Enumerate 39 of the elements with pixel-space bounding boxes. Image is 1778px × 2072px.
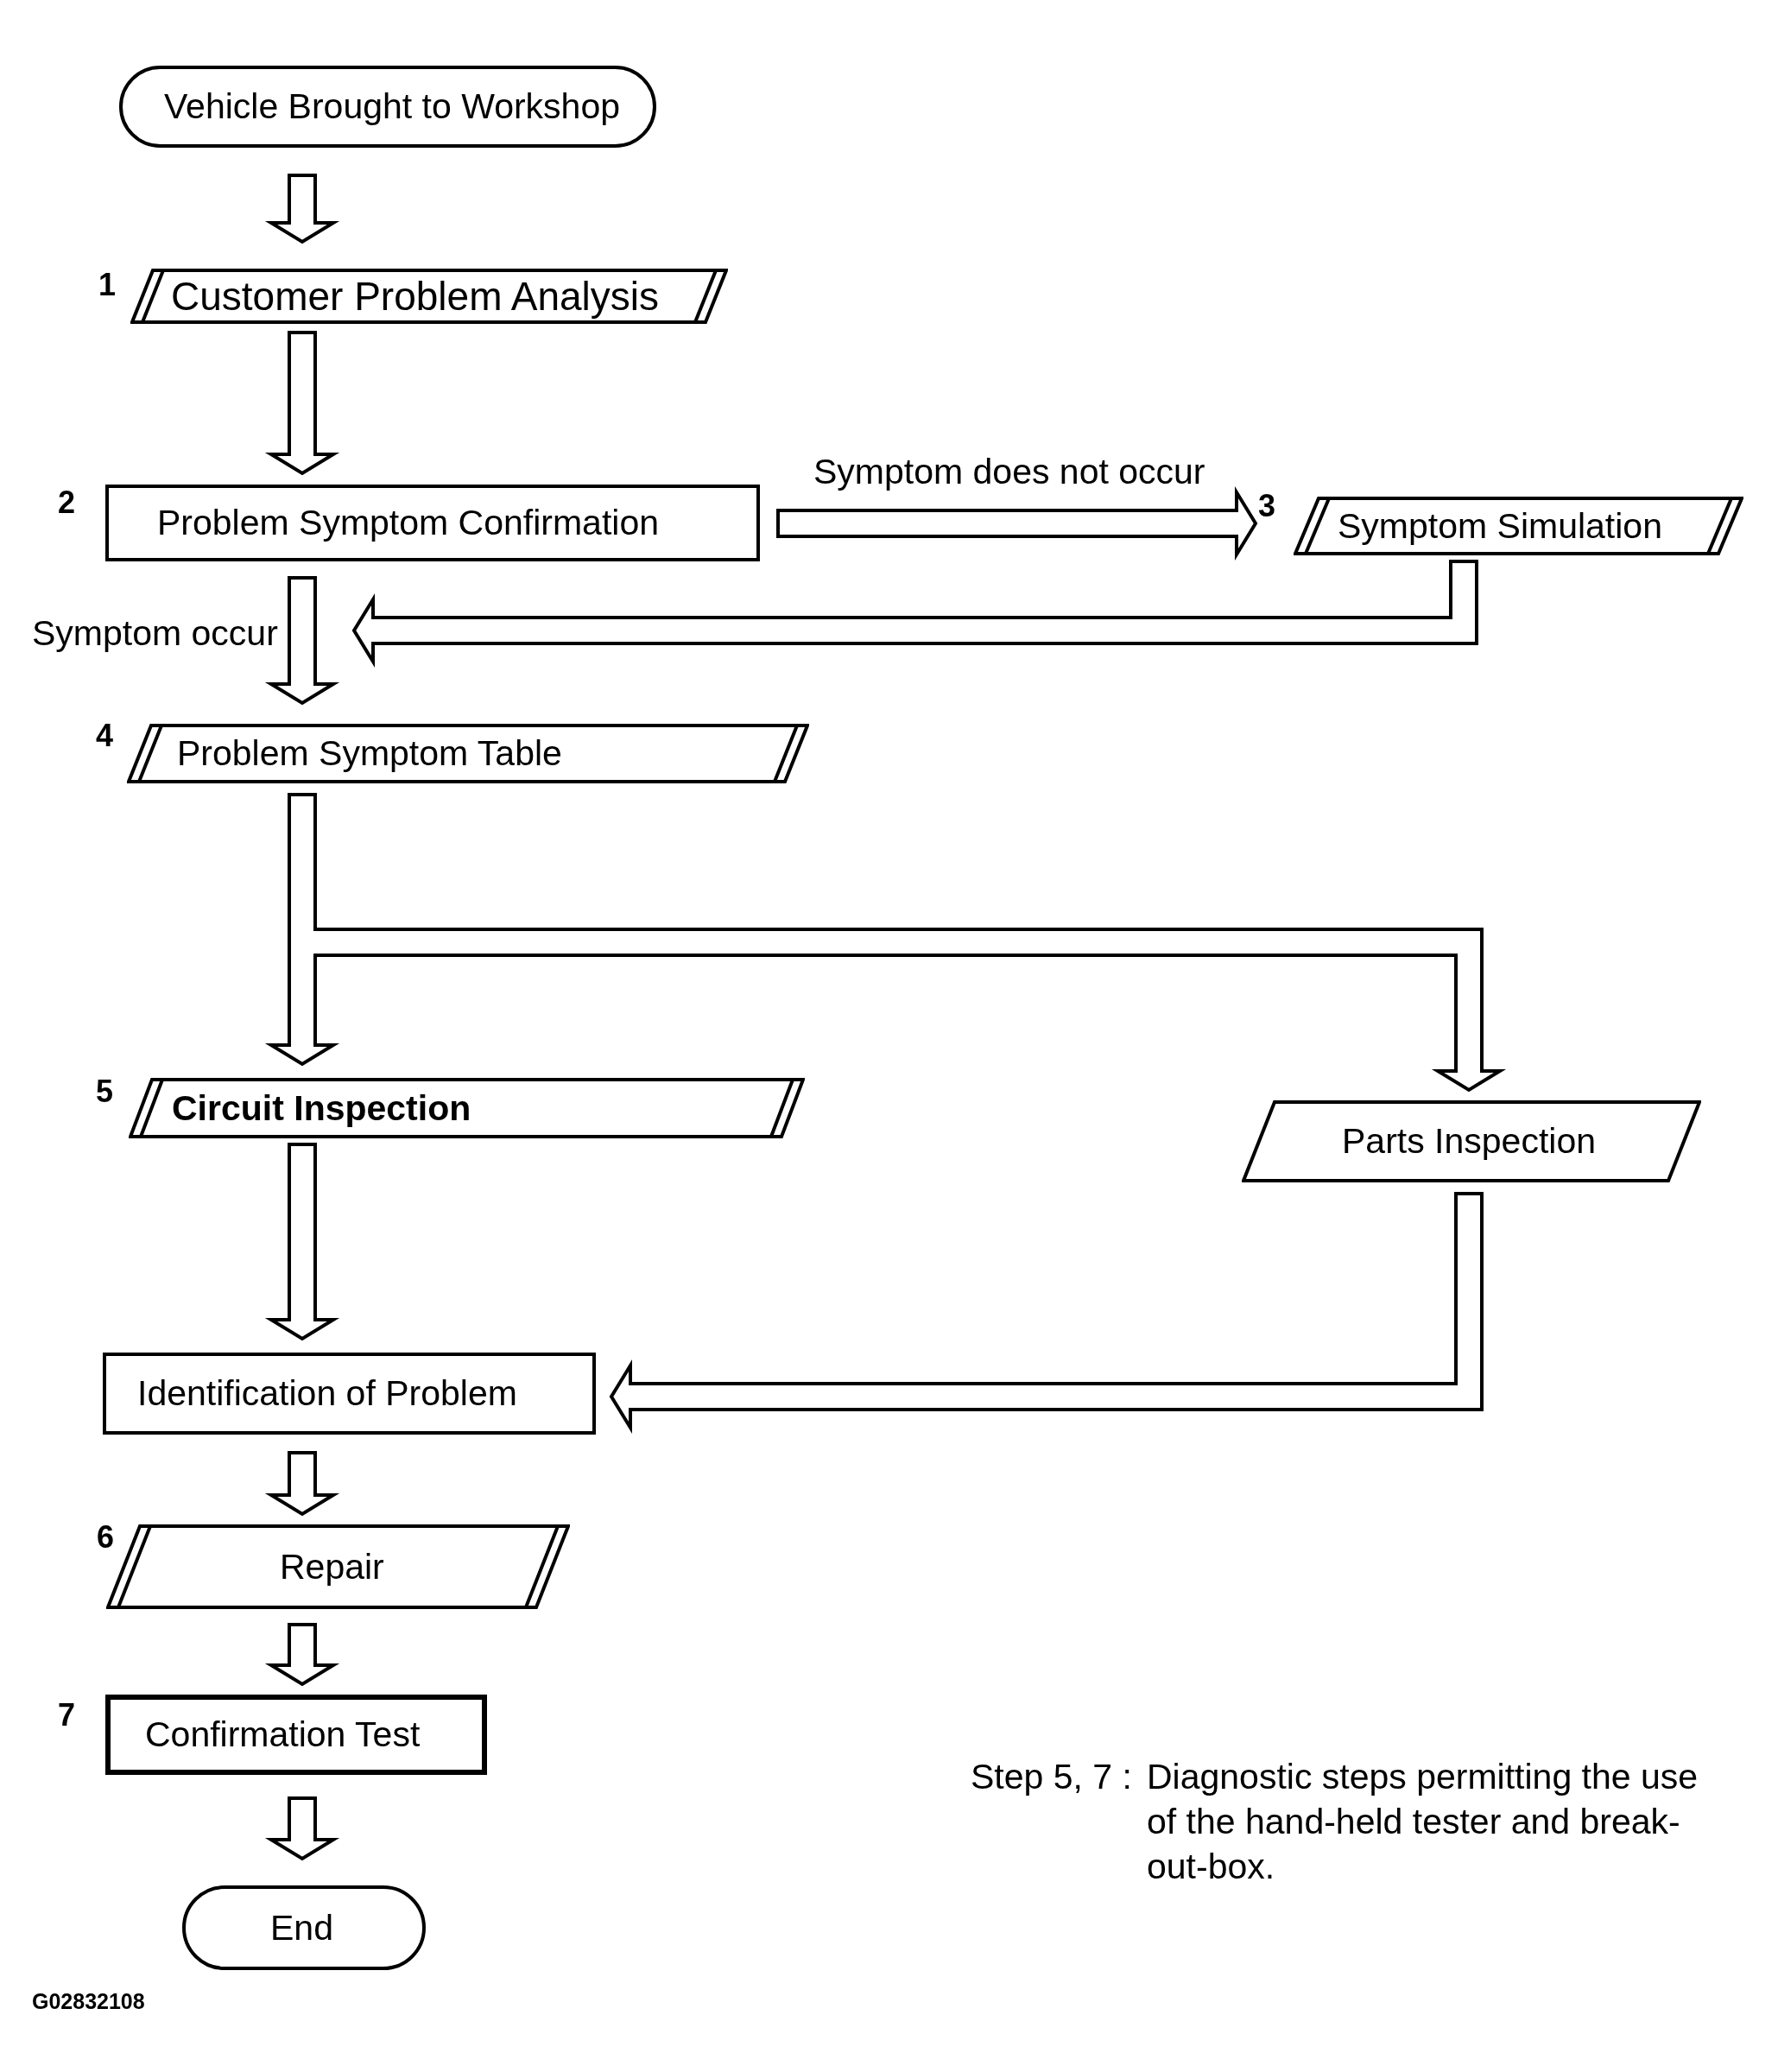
step-number: 5 xyxy=(96,1076,114,1107)
node-label: Circuit Inspection xyxy=(172,1090,471,1126)
step-number: 4 xyxy=(96,720,114,751)
process-box xyxy=(103,1353,596,1435)
block-arrow xyxy=(264,1143,340,1341)
figure-id: G02832108 xyxy=(32,1991,145,2012)
step-number: 6 xyxy=(97,1522,115,1553)
block-arrow xyxy=(264,576,340,706)
note-label: Step 5, 7 : xyxy=(971,1756,1132,1798)
process-box xyxy=(105,1695,487,1775)
node-label: Repair xyxy=(280,1549,384,1585)
node-label: Customer Problem Analysis xyxy=(171,276,659,317)
block-arrow xyxy=(264,331,340,476)
block-arrow xyxy=(264,1451,340,1517)
block-arrow xyxy=(264,174,340,244)
node-label: End xyxy=(270,1910,333,1946)
block-arrow xyxy=(776,485,1258,561)
node-label: Confirmation Test xyxy=(145,1717,421,1753)
node-label: Symptom Simulation xyxy=(1338,508,1662,544)
node-label: Problem Symptom Table xyxy=(177,736,562,772)
block-arrow xyxy=(351,560,1478,668)
node-label: Vehicle Brought to Workshop xyxy=(164,89,620,125)
step-parallelogram xyxy=(130,269,728,324)
node-label: Identification of Problem xyxy=(137,1376,517,1412)
step-parallelogram xyxy=(1294,497,1743,555)
process-box xyxy=(105,485,760,561)
block-arrow xyxy=(609,1192,1484,1435)
node-label: Problem Symptom Confirmation xyxy=(157,505,660,542)
step-parallelogram xyxy=(129,1078,805,1138)
step-number: 7 xyxy=(58,1700,76,1731)
note-text: Diagnostic steps permitting the use of the hand-held tester and break-out-box. xyxy=(1147,1756,1699,1888)
step-parallelogram xyxy=(127,724,809,783)
block-arrow xyxy=(264,1623,340,1687)
node-label: Parts Inspection xyxy=(1342,1124,1596,1160)
step-number: 3 xyxy=(1258,491,1276,522)
process-parallelogram xyxy=(1242,1100,1701,1182)
step-number: 2 xyxy=(58,487,76,518)
block-arrow xyxy=(264,1796,340,1861)
step-number: 1 xyxy=(98,269,117,301)
